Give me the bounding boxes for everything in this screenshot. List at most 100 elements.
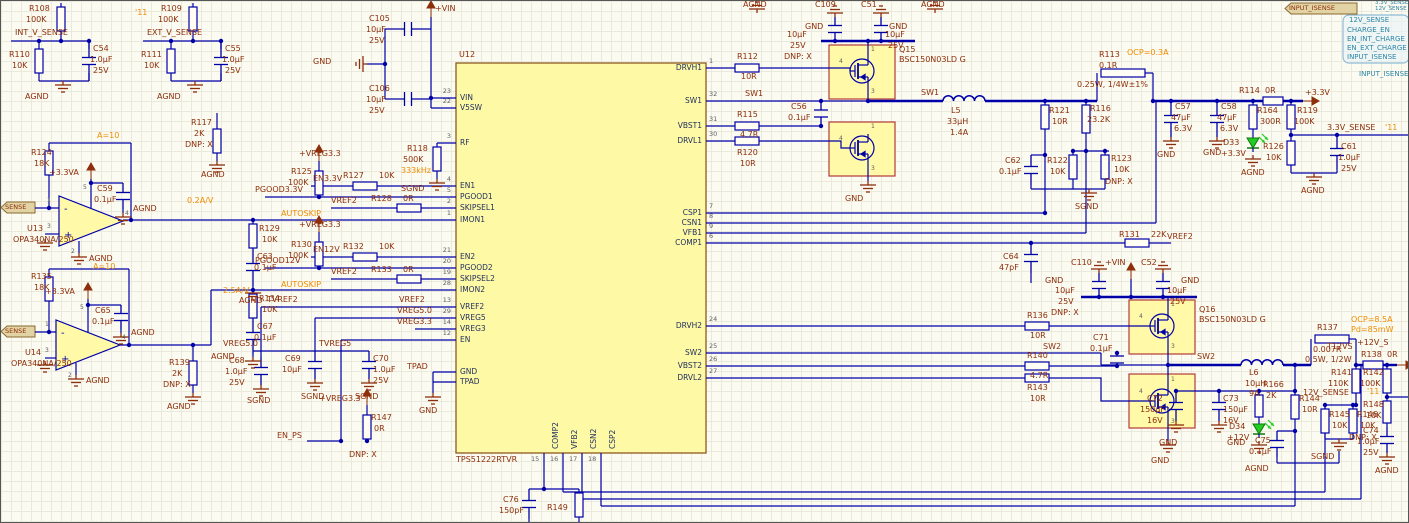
wire-junction [1114, 363, 1120, 369]
wire-junction [1083, 98, 1089, 104]
wire-junction [1322, 402, 1328, 408]
opamp-symbol: -+ [55, 319, 122, 371]
wire-junction [832, 38, 838, 44]
wire-junction [86, 38, 92, 44]
resistor-symbol [1348, 408, 1358, 434]
ic-body [455, 62, 707, 454]
sheet-port [1, 325, 36, 338]
ground-symbol [209, 161, 225, 173]
wire-junction [338, 438, 344, 444]
resistor-symbol [352, 252, 378, 262]
capacitor-symbol [1024, 243, 1038, 273]
wire [1049, 377, 1150, 402]
wire-junction [1353, 362, 1359, 368]
ground-symbol [68, 375, 84, 387]
ground-symbol [253, 385, 269, 397]
resistor-symbol [1068, 154, 1078, 180]
power-port-arrow [314, 214, 324, 232]
power-port-arrow [1126, 261, 1136, 279]
resistor-symbol [1286, 140, 1296, 166]
capacitor-symbol [254, 357, 268, 385]
mosfet-symbol [1149, 312, 1175, 340]
resistor-symbol [1382, 368, 1392, 394]
wire-junction [46, 205, 52, 211]
resistor-symbol [1362, 360, 1384, 370]
capacitor-symbol [82, 41, 96, 81]
wire-junction [1028, 240, 1034, 246]
wire-junction [1070, 148, 1076, 154]
resistor-symbol [1382, 400, 1392, 424]
wire-junction [428, 95, 434, 101]
ground-symbol [1081, 189, 1097, 201]
mosfet-symbol [1149, 387, 1175, 415]
ground-symbol [37, 239, 53, 251]
wire-junction [36, 38, 42, 44]
wire-junction [818, 123, 824, 129]
resistor-symbol [44, 150, 54, 176]
inductor-symbol [942, 95, 986, 102]
ground-symbol [1209, 137, 1225, 149]
resistor-symbol [1024, 321, 1050, 331]
power-port-arrow [1303, 96, 1321, 106]
wire-junction [1288, 132, 1294, 138]
resistor-symbol [166, 48, 176, 74]
resistor-symbol [734, 63, 760, 73]
ground-symbol [1306, 173, 1322, 185]
resistor-symbol [1314, 334, 1350, 344]
resistor-symbol [1351, 368, 1361, 394]
ground-symbol [245, 357, 261, 369]
capacitor-symbol [1169, 391, 1183, 421]
capacitor-symbol [874, 17, 888, 41]
mosfet-pair-box [828, 44, 896, 100]
ground-symbol [187, 81, 203, 93]
wire-junction [190, 342, 196, 348]
resistor-symbol [432, 146, 442, 172]
ground-symbol [115, 213, 131, 225]
ground-symbol [1211, 421, 1227, 433]
resistor-symbol [1262, 96, 1284, 106]
svg-text:+: + [64, 230, 72, 241]
resistor-symbol [1081, 104, 1091, 134]
wire-junction [1128, 294, 1134, 300]
resistor-symbol [248, 293, 258, 319]
power-port-arrow [426, 1, 436, 17]
wire-junction [1168, 98, 1174, 104]
capacitor-symbol [828, 17, 842, 41]
wire-junction [364, 438, 370, 444]
ground-symbol [1163, 137, 1179, 149]
power-port-arrow [314, 143, 324, 161]
wire-junction [316, 265, 322, 271]
wire-junction [1173, 388, 1179, 394]
mosfet-symbol [849, 57, 875, 85]
wire-junction [878, 38, 884, 44]
resistor-symbol [314, 170, 324, 196]
ground-symbol [827, 5, 843, 17]
resistor-symbol [1124, 238, 1150, 248]
ground-symbol [1251, 441, 1267, 453]
wire-junction [250, 217, 256, 223]
sheet-port [1, 201, 36, 214]
resistor-symbol [1100, 154, 1110, 180]
capacitor-symbol [308, 351, 322, 379]
capacitor-symbol [385, 22, 431, 36]
sheet-port [1284, 2, 1358, 15]
wire-junction [1042, 98, 1048, 104]
resistor-symbol [734, 121, 760, 131]
resistor-symbol [188, 360, 198, 386]
resistor-symbol [396, 203, 422, 213]
wire-junction [218, 38, 224, 44]
resistor-symbol [734, 136, 760, 146]
ground-symbol [307, 379, 323, 391]
power-port-arrow [362, 387, 372, 405]
wire-junction [1256, 388, 1262, 394]
wire-junction [88, 180, 94, 186]
resistor-symbol [1254, 394, 1264, 418]
resistor-symbol [1024, 373, 1050, 383]
wire-junction [85, 302, 91, 308]
wire-junction [865, 38, 871, 44]
opamp-symbol: -+ [58, 195, 125, 247]
capacitor-symbol [214, 41, 228, 81]
resistor-symbol [574, 492, 584, 518]
